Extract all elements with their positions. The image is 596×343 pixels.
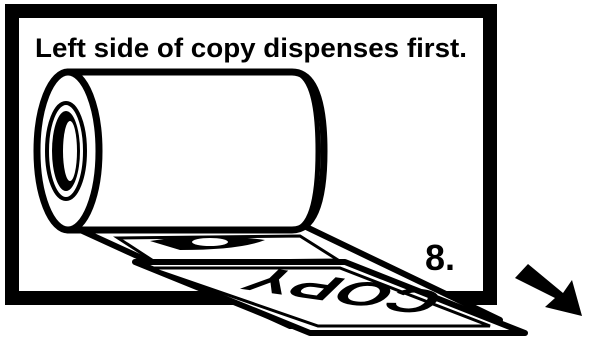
caption-text: Left side of copy dispenses first. xyxy=(35,33,467,63)
dispense-direction-arrow-icon xyxy=(515,264,582,316)
label-roll xyxy=(37,72,324,230)
step-number: 8. xyxy=(425,237,455,278)
